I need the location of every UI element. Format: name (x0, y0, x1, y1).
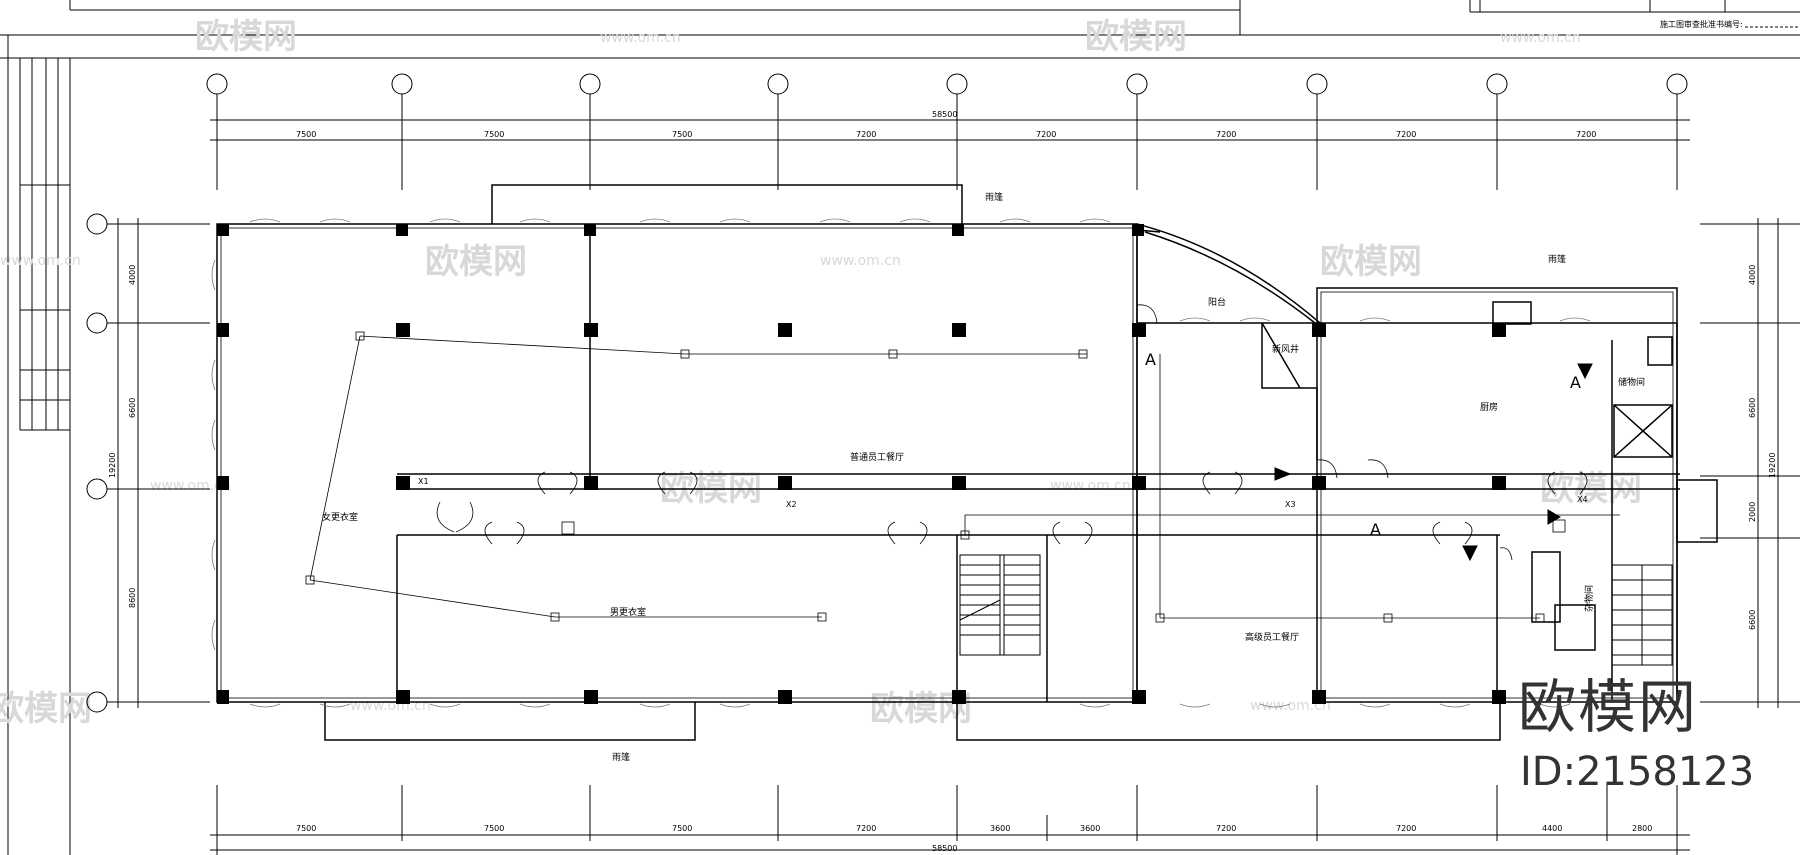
room-label-kitchen: 厨房 (1480, 401, 1498, 413)
dimension-bottom-span: 3600 (1080, 824, 1100, 833)
room-label-storage-room: 储物间 (1618, 376, 1645, 388)
section-mark: A (1145, 350, 1156, 369)
right-dimensions (1752, 218, 1784, 708)
dimension-bottom-span: 7200 (1396, 824, 1416, 833)
watermark-brand: 欧模网 (1085, 17, 1187, 57)
dimension-top-span: 7500 (484, 130, 504, 139)
top-dimensions (210, 114, 1690, 146)
dimension-right-span: 6600 (1748, 398, 1757, 418)
bottom-dimensions (210, 785, 1690, 855)
room-label-senior-dining: 高级员工餐厅 (1245, 631, 1299, 643)
watermark-url: www.om.cn (350, 698, 431, 714)
dimension-right-span: 2000 (1748, 502, 1757, 522)
room-label-canopy-top: 雨篷 (985, 191, 1003, 203)
dimension-bottom-span: 7500 (672, 824, 692, 833)
dimension-bottom-span: 3600 (990, 824, 1010, 833)
section-mark: A (1370, 520, 1381, 539)
watermark-brand: 欧模网 (425, 242, 527, 282)
room-label-canopy-bottom: 雨篷 (612, 751, 630, 763)
dimension-total-top: 58500 (932, 110, 957, 119)
dimension-left-span: 6600 (128, 398, 137, 418)
watermark-url: www.om.cn (150, 478, 231, 494)
watermark-url: www.om.cn (600, 30, 681, 46)
columns (217, 224, 1506, 704)
dimension-bottom-span: 7500 (296, 824, 316, 833)
equipment-tag: X1 (418, 477, 429, 486)
dimension-top-span: 7500 (296, 130, 316, 139)
watermark-url: www.om.cn (1250, 698, 1331, 714)
doors (436, 304, 1588, 561)
section-arrows (1274, 363, 1593, 562)
dimension-right-span: 6600 (1748, 610, 1757, 630)
windows (211, 218, 1591, 708)
dimension-top-span: 7200 (1036, 130, 1056, 139)
dimension-bottom-span: 7200 (1216, 824, 1236, 833)
equipment-tag: X4 (1577, 495, 1588, 504)
room-label-male-locker: 男更衣室 (610, 606, 646, 618)
dimension-top-span: 7200 (1216, 130, 1236, 139)
review-number-label: 施工图审查批准书编号: (1660, 19, 1743, 29)
dimension-right-span: 4000 (1748, 265, 1757, 285)
watermark-url: www.om.cn (820, 253, 901, 269)
dimension-top-span: 7500 (672, 130, 692, 139)
dimension-bottom-span: 7500 (484, 824, 504, 833)
dimension-top-span: 7200 (1396, 130, 1416, 139)
room-label-shaft: 新风井 (1272, 343, 1299, 355)
dimension-right-total: 19200 (1768, 453, 1777, 478)
dimension-top-span: 7200 (1576, 130, 1596, 139)
dimension-left-span: 8600 (128, 588, 137, 608)
watermarks: 欧模网 欧模网 欧模网 欧模网 欧模网 欧模网 欧模网 欧模网 www.om.c… (0, 17, 1642, 729)
section-mark: A (1570, 373, 1581, 392)
dimension-top-span: 7200 (856, 130, 876, 139)
stamp-id: ID:2158123 (1520, 749, 1755, 795)
room-label-storage: 杂物间 (1583, 585, 1595, 612)
dimension-bottom-span: 7200 (856, 824, 876, 833)
dimension-bottom-span: 2800 (1632, 824, 1652, 833)
room-label-canopy-right: 雨篷 (1548, 253, 1566, 265)
stairs (959, 554, 1673, 666)
dimension-left-total: 19200 (108, 453, 117, 478)
watermark-url: www.om.cn (1500, 30, 1581, 46)
watermark-url: www.om.cn (0, 253, 81, 269)
watermark-brand: 欧模网 (195, 17, 297, 57)
room-label-staff-dining: 普通员工餐厅 (850, 451, 904, 463)
watermark-url: www.om.cn (1050, 478, 1131, 494)
dimension-total-bottom: 58500 (932, 844, 957, 853)
dimension-bottom-span: 4400 (1542, 824, 1562, 833)
grid-axes (86, 73, 1800, 713)
watermark-brand: 欧模网 (0, 689, 92, 729)
section-lines (305, 331, 1620, 623)
watermark-brand: 欧模网 (1320, 242, 1422, 282)
room-label-balcony: 阳台 (1208, 296, 1226, 308)
equipment-tag: X2 (786, 500, 797, 509)
equipment-tag: X3 (1285, 500, 1296, 509)
room-label-female-locker: 女更衣室 (322, 511, 358, 523)
dimension-left-span: 4000 (128, 265, 137, 285)
stamp-brand: 欧模网 (1518, 673, 1699, 741)
left-dimensions (112, 218, 144, 708)
